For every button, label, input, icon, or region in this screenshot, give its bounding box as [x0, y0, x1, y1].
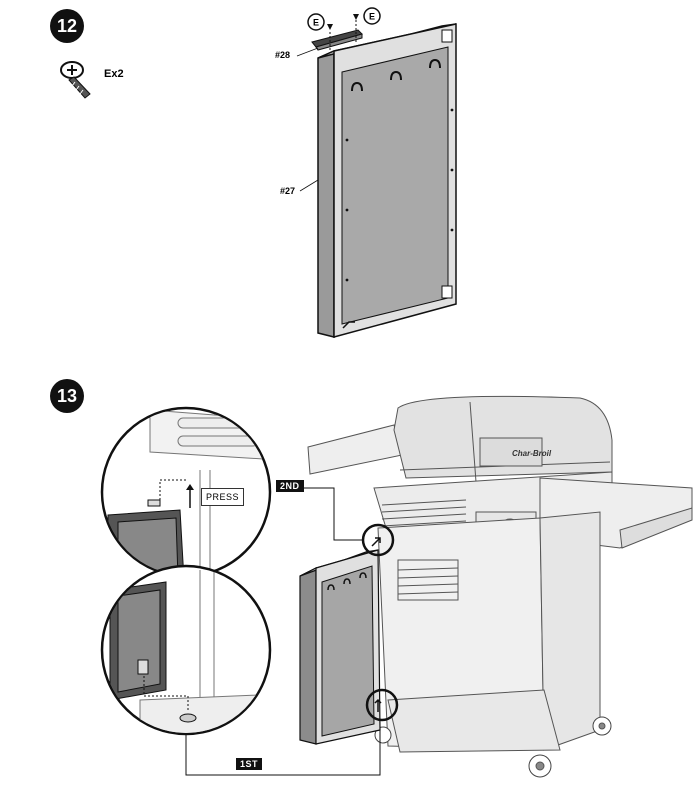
step-12-badge: 12 [50, 9, 84, 43]
screw-icon [60, 61, 91, 99]
grill-illustration [307, 395, 693, 778]
bracket-28 [311, 14, 363, 52]
hardware-callout-right: E [363, 7, 381, 25]
door-panel-install [299, 549, 381, 745]
hardware-callout-left: E [307, 13, 325, 31]
callout-first: 1ST [236, 758, 263, 770]
step-13-badge: 13 [50, 379, 84, 413]
svg-text:E: E [313, 18, 319, 28]
magnified-detail-top [100, 406, 272, 578]
press-label: PRESS [201, 488, 245, 506]
screw-quantity: Ex2 [104, 68, 124, 80]
part-label-27: #27 [280, 186, 296, 196]
svg-text:E: E [369, 12, 375, 22]
brand-logo: Char-Broil [512, 449, 552, 458]
door-panel-27 [317, 23, 457, 338]
callout-second: 2ND [276, 480, 304, 492]
hinge-detail-bottom [365, 688, 399, 722]
magnified-detail-bottom [100, 564, 272, 736]
part-label-28: #28 [275, 50, 291, 60]
